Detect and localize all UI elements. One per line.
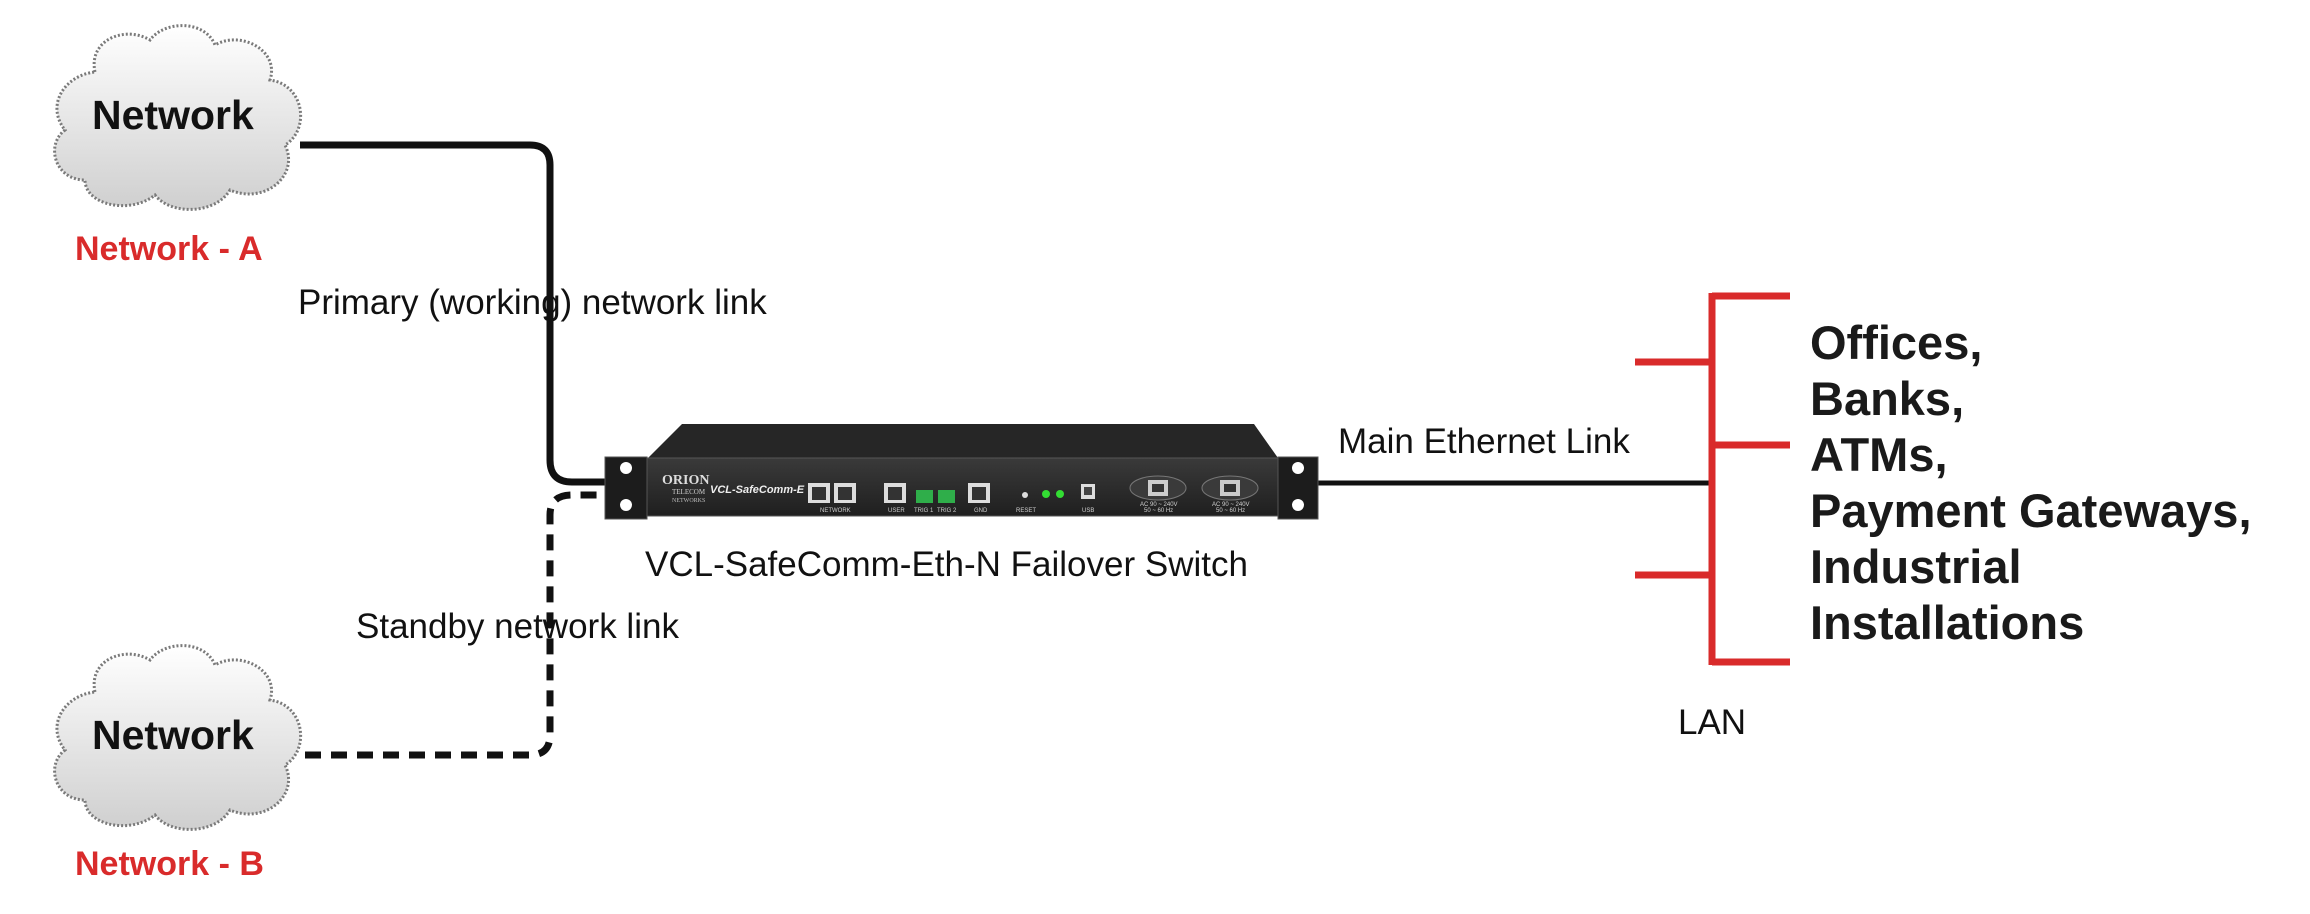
lan-destination-item: Payment Gateways, [1810,484,2252,537]
network-b-cloud-text: Network [92,712,254,758]
network-b-label: Network - B [75,845,264,883]
network-port-icons [808,483,856,503]
network-a-cloud-text: Network [92,92,254,138]
network-a-label: Network - A [75,230,263,268]
lan-bus [1635,292,1790,666]
standby-link-label: Standby network link [356,607,679,646]
gnd-port-label: GND [974,508,988,514]
trig1-label: TRIG 1 [914,508,934,514]
lan-destinations-list: Offices, Banks, ATMs, Payment Gateways, … [1810,315,2252,651]
status-led-icon [1056,490,1064,498]
lan-destination-item: Offices, [1810,316,1983,369]
network-port-label: NETWORK [820,508,851,514]
standby-link-line [305,491,612,759]
cloud-icon-network-b [53,644,302,831]
device-caption: VCL-SafeComm-Eth-N Failover Switch [645,545,1248,584]
lan-destination-item: Industrial [1810,540,2022,593]
power1-label: AC 90 ~ 240V [1140,502,1178,508]
reset-label: RESET [1016,508,1036,514]
brand-logo-subtext-2: NETWORKS [672,498,705,504]
cloud-icon-network-a [53,24,302,211]
device-model-text: VCL-SafeComm-E [710,484,805,496]
primary-link-label: Primary (working) network link [298,283,767,322]
trigger-terminal-icons [916,490,955,503]
lan-destination-item: Installations [1810,596,2085,649]
power2-label: AC 90 ~ 240V [1212,502,1250,508]
lan-label: LAN [1678,703,1747,742]
brand-logo-text: ORION [662,473,709,488]
brand-logo-subtext: TELECOM [672,488,706,496]
power-inlet-icon-2 [1201,475,1259,501]
status-led-icon [1042,490,1050,498]
reset-button-icon [1022,492,1028,498]
gnd-port-icon [968,483,990,503]
lan-destination-item: ATMs, [1810,428,1948,481]
primary-link-line [300,141,612,486]
user-port-label: USER [888,508,905,514]
lan-destination-item: Banks, [1810,372,1965,425]
ethernet-link-label: Main Ethernet Link [1338,422,1630,461]
user-port-icon [884,483,906,503]
failover-switch-device: ORION TELECOM NETWORKS VCL-SafeComm-E NE… [604,424,1319,520]
power2-freq-label: 50 ~ 60 Hz [1216,508,1245,514]
power-inlet-icon-1 [1129,475,1187,501]
usb-label: USB [1082,508,1094,514]
power1-freq-label: 50 ~ 60 Hz [1144,508,1173,514]
trig2-label: TRIG 2 [937,508,957,514]
